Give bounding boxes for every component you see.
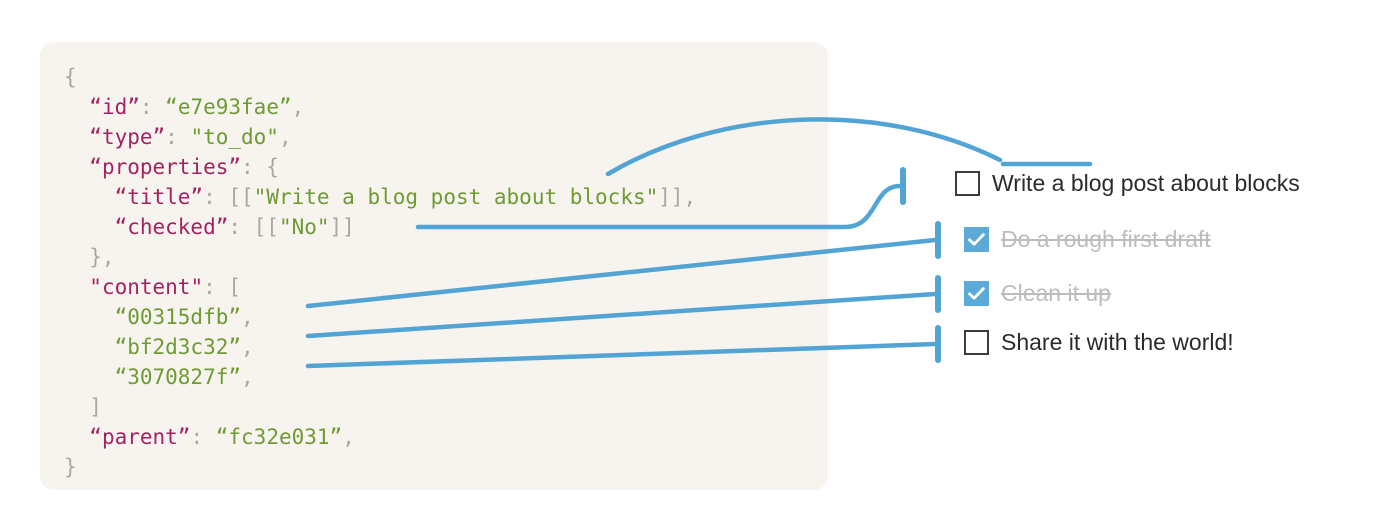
code-token: , <box>241 305 254 329</box>
code-token: : <box>165 125 191 149</box>
checkbox-unchecked-icon[interactable] <box>955 170 980 196</box>
code-token: “checked” <box>114 215 229 239</box>
code-token <box>64 365 115 389</box>
code-token: , <box>278 125 292 149</box>
code-token: { <box>64 65 77 89</box>
code-token: “3070827f” <box>114 365 242 389</box>
code-token: } <box>64 455 77 479</box>
code-token <box>64 95 89 119</box>
code-token: "No" <box>278 215 330 239</box>
code-token: : [ <box>203 275 242 299</box>
code-token: “title” <box>114 185 204 209</box>
code-line: “00315dfb”, <box>64 302 696 332</box>
checkbox-unchecked-icon[interactable] <box>964 329 989 355</box>
code-token <box>64 215 115 239</box>
code-token: “e7e93fae” <box>165 95 292 119</box>
code-line: “parent”: “fc32e031”, <box>64 422 696 452</box>
code-line: “title”: [["Write a blog post about bloc… <box>64 182 697 212</box>
code-token <box>64 335 115 359</box>
code-line: “3070827f”, <box>64 362 696 392</box>
code-token: “id” <box>89 95 140 119</box>
code-token: ]] <box>329 215 355 239</box>
code-token: : [[ <box>203 185 254 209</box>
code-token: “fc32e031” <box>215 425 343 449</box>
todo-item-label: Write a blog post about blocks <box>992 169 1300 196</box>
code-token: “properties” <box>89 155 242 179</box>
todo-item-label: Share it with the world! <box>1001 328 1234 355</box>
code-token: , <box>241 335 254 359</box>
todo-item[interactable]: Do a rough first draft <box>964 222 1211 256</box>
code-token: "Write a blog post about blocks" <box>253 185 659 209</box>
code-token: ]], <box>658 185 697 209</box>
checkbox-checked-icon[interactable] <box>964 280 989 306</box>
code-token <box>64 155 89 179</box>
code-token: : [[ <box>228 215 279 239</box>
code-token: “bf2d3c32” <box>114 335 242 359</box>
code-token <box>64 185 115 209</box>
code-token: “00315dfb” <box>114 305 242 329</box>
code-line: “checked”: [["No"]] <box>64 212 696 242</box>
code-token: }, <box>64 245 115 269</box>
todo-item-label: Clean it up <box>1001 279 1111 306</box>
code-token <box>64 125 89 149</box>
code-token <box>64 305 115 329</box>
code-token: "to_do" <box>190 125 279 149</box>
code-token <box>64 275 89 299</box>
code-token: : <box>139 95 166 119</box>
code-line: ] <box>64 392 696 422</box>
code-line: } <box>64 452 696 482</box>
json-code-panel: { “id”: “e7e93fae”, “type”: "to_do", “pr… <box>40 42 828 490</box>
code-line: “bf2d3c32”, <box>64 332 696 362</box>
todo-item-label: Do a rough first draft <box>1001 225 1211 252</box>
code-line: { <box>64 62 696 92</box>
code-line: “type”: "to_do", <box>64 122 696 152</box>
code-line: }, <box>64 242 696 272</box>
code-token: “type” <box>89 125 166 149</box>
code-token: “parent” <box>89 425 191 449</box>
code-token: ] <box>64 395 102 419</box>
code-token: "content" <box>89 275 204 299</box>
checkbox-checked-icon[interactable] <box>964 226 989 252</box>
code-line: "content": [ <box>64 272 696 302</box>
code-token: , <box>291 95 305 119</box>
json-code-block: { “id”: “e7e93fae”, “type”: "to_do", “pr… <box>64 62 696 482</box>
code-line: “id”: “e7e93fae”, <box>64 92 696 122</box>
code-token: : { <box>241 155 279 179</box>
todo-item[interactable]: Clean it up <box>964 276 1111 310</box>
code-token: , <box>342 425 355 449</box>
todo-item[interactable]: Write a blog post about blocks <box>955 166 1300 200</box>
code-token: , <box>241 365 254 389</box>
code-token <box>64 425 89 449</box>
todo-item[interactable]: Share it with the world! <box>964 325 1234 359</box>
code-token: : <box>190 425 216 449</box>
code-line: “properties”: { <box>64 152 696 182</box>
